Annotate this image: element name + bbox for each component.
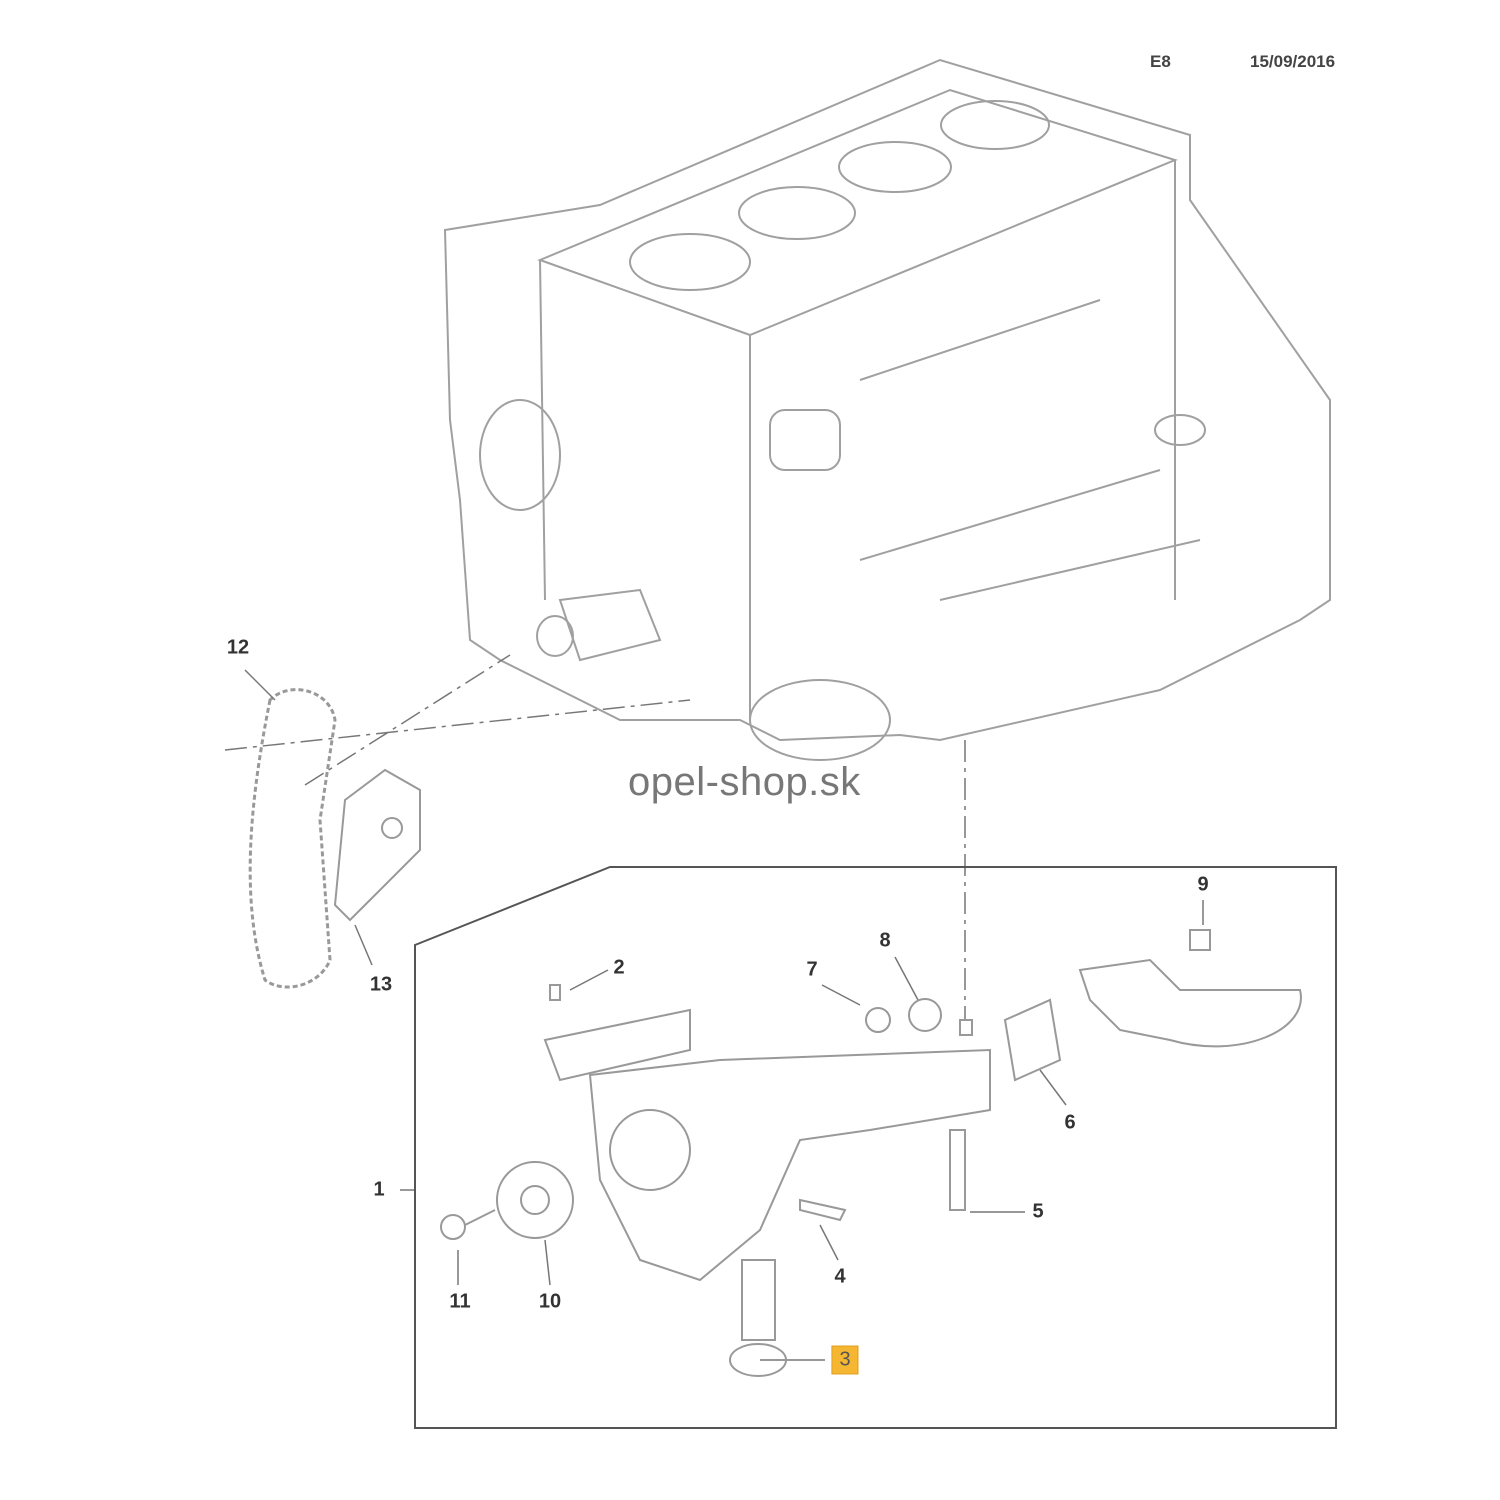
callout-10[interactable]: 10	[538, 1290, 562, 1313]
callout-5[interactable]: 5	[1032, 1200, 1044, 1223]
assembly-frame	[414, 866, 1337, 1429]
diagram-code: E8	[1150, 52, 1171, 71]
callout-3-highlighted[interactable]: 3	[831, 1345, 859, 1375]
callout-8[interactable]: 8	[879, 929, 891, 952]
watermark: opel-shop.sk	[628, 760, 861, 804]
callout-6[interactable]: 6	[1064, 1111, 1076, 1134]
chain-tensioner	[333, 768, 421, 922]
timing-chain	[248, 688, 337, 989]
assembly-lines	[224, 654, 966, 1020]
callout-12[interactable]: 12	[226, 636, 250, 659]
diagram-date: 15/09/2016	[1250, 52, 1336, 71]
callout-9[interactable]: 9	[1197, 873, 1209, 896]
engine-block	[443, 58, 1331, 761]
callout-11[interactable]: 11	[449, 1290, 471, 1313]
callout-13[interactable]: 13	[369, 973, 393, 996]
callout-2[interactable]: 2	[613, 956, 625, 979]
oil-pump-assembly	[440, 929, 1302, 1377]
leader-lines	[244, 669, 1204, 1361]
callout-1[interactable]: 1	[373, 1178, 385, 1201]
callout-4[interactable]: 4	[834, 1265, 846, 1288]
callout-7[interactable]: 7	[806, 958, 818, 981]
